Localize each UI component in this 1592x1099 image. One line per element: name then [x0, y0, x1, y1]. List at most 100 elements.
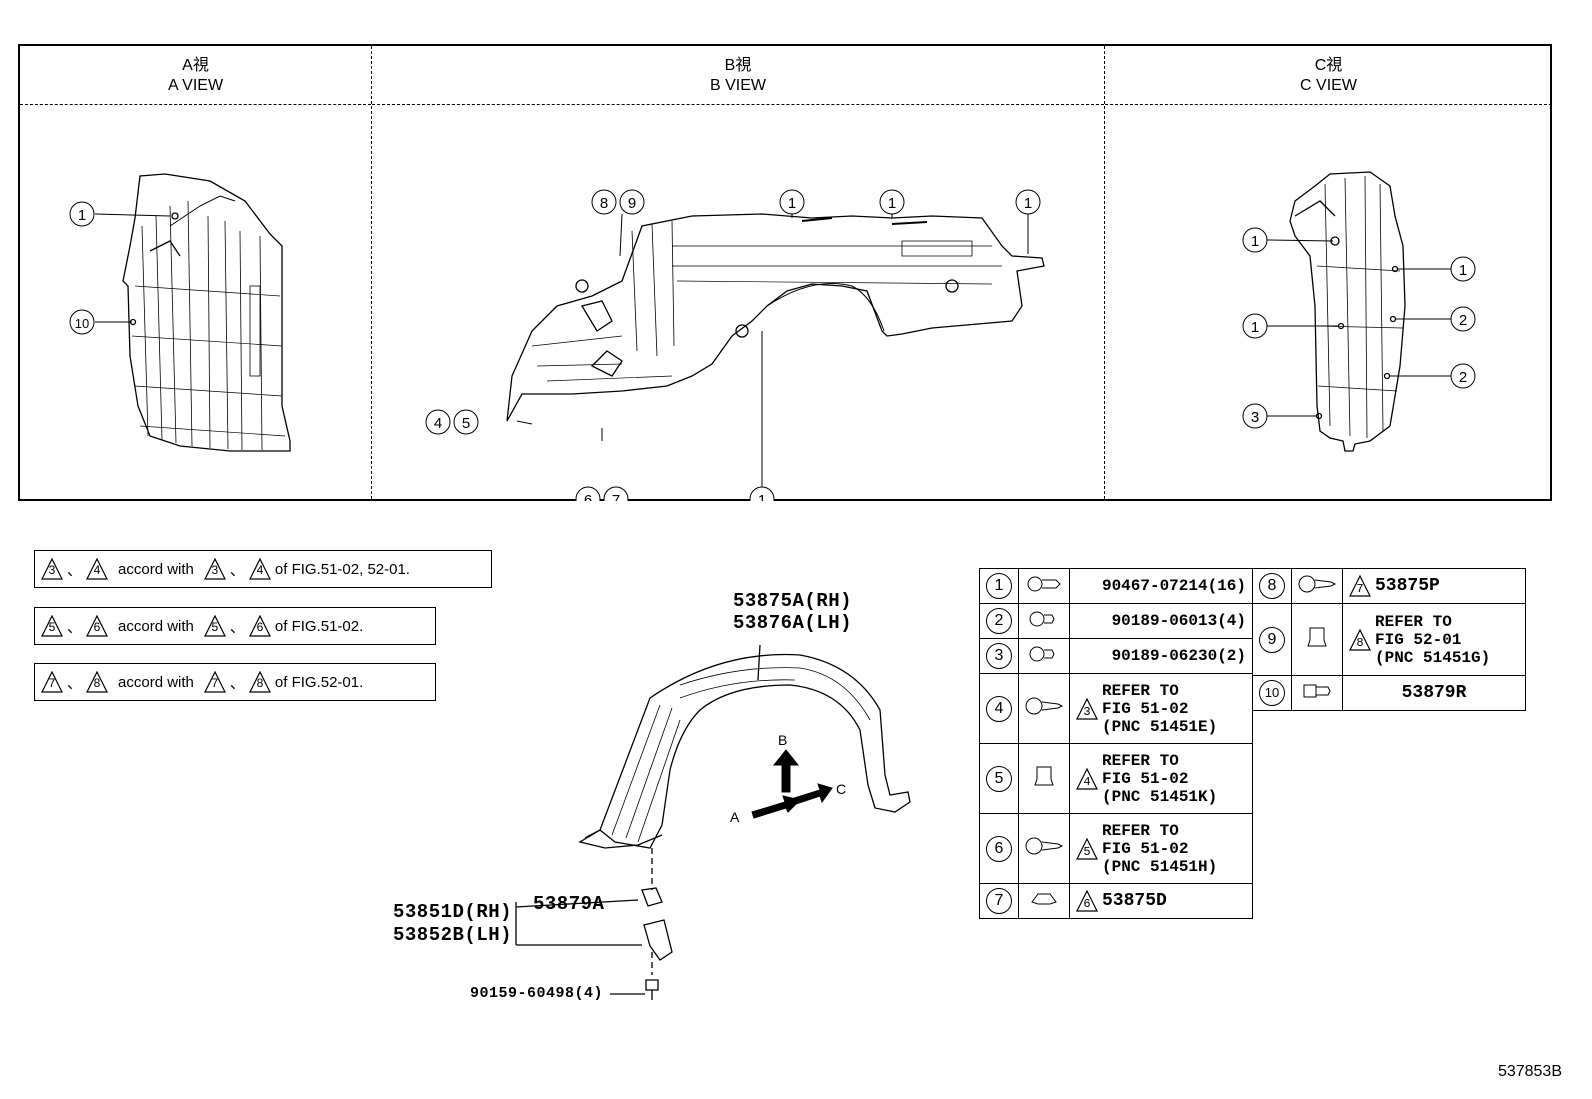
bracket-lh-code: 53852B(LH): [393, 924, 513, 946]
c-view-en-label: C VIEW: [1300, 77, 1357, 94]
part-number-badge: 10: [1259, 680, 1285, 706]
c-view-panel: C視 C VIEW: [1104, 46, 1552, 499]
views-frame: A視 A VIEW: [18, 44, 1552, 512]
part-number-badge: 7: [986, 888, 1012, 914]
triangle-mark-icon: 5: [203, 615, 226, 637]
a-callout-10: 10: [75, 316, 89, 331]
c-callout-1c: 1: [1459, 262, 1467, 279]
b-view-panel: B視 B VIEW: [371, 46, 1104, 512]
arrow-c-icon: [787, 783, 833, 807]
triangle-mark-icon: 6: [86, 615, 108, 637]
a-view-header: A視 A VIEW: [20, 46, 371, 105]
b-callout-1c: 1: [1024, 195, 1032, 212]
part-number-badge: 8: [1259, 573, 1285, 599]
triangle-mark-icon: 6: [248, 615, 271, 637]
triangle-mark-icon: 7: [1349, 575, 1371, 597]
part-number-badge: 2: [986, 608, 1012, 634]
arrow-a-label: A: [730, 809, 740, 825]
a-view-drawing: 1 10: [69, 173, 291, 452]
part-number-badge: 5: [986, 765, 1012, 792]
c-callout-1b: 1: [1251, 319, 1259, 336]
a-view-jp-label: A視: [182, 57, 209, 74]
part-number-badge: 4: [986, 695, 1012, 722]
b-callout-9: 9: [628, 195, 636, 212]
part-number-text: 53879R: [1342, 675, 1526, 711]
push-clip-icon: [1031, 893, 1057, 904]
c-view-jp-label: C視: [1314, 57, 1343, 74]
c-callout-2a: 2: [1459, 312, 1467, 329]
triangle-mark-icon: 4: [86, 558, 108, 580]
bracket-rh-code: 53851D(RH): [393, 901, 513, 923]
c-view-header: C視 C VIEW: [1105, 46, 1552, 105]
c-callout-1a: 1: [1251, 233, 1259, 250]
c-callout-3: 3: [1251, 409, 1259, 426]
note-accord-text: accord with: [118, 617, 194, 635]
triangle-mark-icon: 5: [41, 615, 63, 637]
a-view-outline: [122, 173, 291, 452]
parts-row-10: 10 53879R: [1252, 675, 1526, 711]
screw-grommet-icon: [1027, 576, 1061, 591]
note-accord-text: accord with: [118, 673, 194, 691]
b-view-drawing: 8 9 1 1 1 4 5 6 7 1: [425, 189, 1045, 512]
screw-icon: [1025, 697, 1064, 715]
note-fig-ref: of FIG.52-01.: [274, 673, 364, 691]
c-view-outline: [1289, 171, 1406, 452]
clip-icon: [1029, 646, 1055, 661]
main-liner-drawing: B A C: [515, 644, 911, 1000]
triangle-mark-icon: 8: [86, 671, 108, 693]
triangle-mark-icon: 3: [41, 558, 63, 580]
screw-icon: [1025, 837, 1064, 855]
note-fig-ref: of FIG.51-02, 52-01.: [274, 560, 410, 578]
part-number-text: 90467-07214(16): [1069, 568, 1253, 604]
b-callout-1b: 1: [888, 195, 896, 212]
part-number-badge: 6: [986, 835, 1012, 862]
b-view-en-label: B VIEW: [709, 77, 766, 94]
triangle-mark-icon: 4: [1076, 767, 1098, 790]
arrow-b-icon: [772, 749, 800, 793]
screw-code: 90159-60498(4): [470, 985, 604, 1002]
a-view-panel: A視 A VIEW: [20, 46, 371, 499]
parts-row-3: 3 90189-06230(2): [979, 638, 1253, 674]
parts-table-left: 1 90467-07214(16) 2 90189-06013(4) 3 901…: [979, 568, 1253, 919]
b-callout-8: 8: [600, 195, 608, 212]
note-fig-ref: of FIG.51-02.: [274, 617, 364, 635]
note-accord-text: accord with: [118, 560, 194, 578]
b-callout-5: 5: [462, 415, 470, 432]
screw-icon: [1298, 575, 1337, 592]
triangle-mark-icon: 5: [1076, 837, 1098, 860]
clip-icon: [1029, 611, 1055, 626]
c-callout-2b: 2: [1459, 369, 1467, 386]
triangle-mark-icon: 8: [1349, 628, 1371, 651]
parts-row-8: 8 7 53875P: [1252, 568, 1526, 604]
parts-row-1: 1 90467-07214(16): [979, 568, 1253, 604]
a-callout-1: 1: [78, 207, 86, 224]
c-view-drawing: 1 1 1 2 2 3: [1242, 171, 1476, 452]
b-view-jp-label: B視: [724, 57, 752, 74]
note-row-2: 5 、 6 accord with 5 、 6 of FIG.51-02.: [34, 607, 436, 645]
triangle-mark-icon: 4: [248, 558, 271, 580]
triangle-mark-icon: 7: [203, 671, 226, 693]
b-callout-6: 6: [584, 492, 592, 501]
arrow-b-label: B: [778, 732, 787, 748]
b-callout-7: 7: [612, 492, 620, 501]
arrow-c-label: C: [836, 781, 846, 797]
b-view-header: B視 B VIEW: [372, 46, 1104, 105]
rivet-clip-icon: [1303, 684, 1331, 697]
nut-clip-icon: [1307, 627, 1327, 647]
clip-code: 53879A: [533, 893, 605, 915]
b-view-outline: [506, 213, 1045, 422]
figure-id: 537853B: [1497, 1063, 1562, 1080]
triangle-mark-icon: 3: [203, 558, 226, 580]
a-view-en-label: A VIEW: [167, 77, 224, 94]
b-callout-1d: 1: [758, 492, 766, 501]
liner-rh-code: 53875A(RH): [733, 590, 853, 612]
liner-arch: [599, 653, 911, 849]
triangle-mark-icon: 7: [41, 671, 63, 693]
parts-row-2: 2 90189-06013(4): [979, 603, 1253, 639]
parts-row-7: 7 6 53875D: [979, 883, 1253, 919]
part-number-text: 90189-06013(4): [1069, 603, 1253, 639]
note-row-1: 3 、 4 accord with 3 、 4 of FIG.51-02, 52…: [34, 550, 492, 588]
b-callout-1a: 1: [788, 195, 796, 212]
